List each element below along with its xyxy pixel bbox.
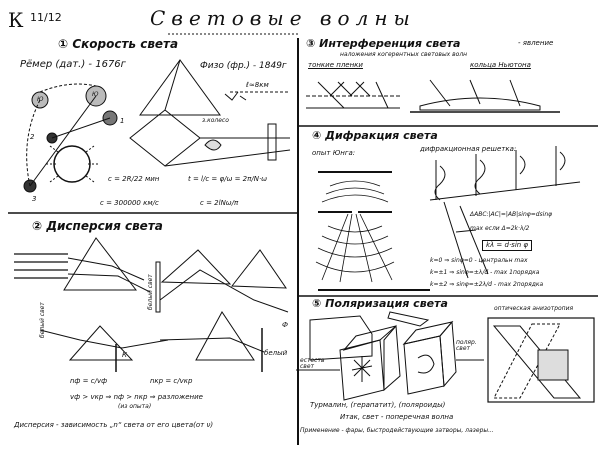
orbit-number-1: 1: [120, 117, 125, 125]
k0-line: k=0 ⇒ sinφ=0 - центральн max: [430, 257, 528, 264]
moon-label-1: Ю: [92, 91, 99, 98]
dispersion-definition: Дисперсия - зависимость „n“ света от его…: [14, 421, 214, 429]
formula-nf: nф = c/vф: [70, 377, 108, 385]
speed-heading: ① Скорость света: [58, 37, 179, 51]
k-label: К: [122, 351, 127, 359]
fizeau-c: c = 2lNω/π: [200, 199, 239, 207]
polarization-diagram: [296, 311, 595, 403]
card-number: 11/12: [30, 11, 62, 24]
natural-light-label: естеств свет: [300, 357, 325, 370]
moon-label-2: Ю: [37, 96, 44, 103]
dispersion-inequality: vф > vкр ⇒ nф > nкр ⇒ разложение: [70, 393, 203, 401]
fizeau-label: Физо (фр.) - 1849г: [200, 61, 287, 71]
white-light-label: белый свет: [39, 302, 46, 338]
diffraction-heading: ④ Дифракция света: [312, 129, 438, 142]
distance-label: ℓ≈8км: [246, 81, 269, 89]
interference-desc-1: - явление: [518, 39, 554, 47]
gear-label: з.колесо: [202, 117, 229, 124]
formula-nkr: nкр = c/vкр: [150, 377, 193, 385]
tourmaline-label: Турмалин, (герапатит), (поляроиды): [310, 401, 446, 409]
polarized-light-label: поляр. свет: [456, 339, 477, 352]
anisotropy-label: оптическая анизотропия: [494, 305, 574, 312]
dispersion-note: (из опыта): [118, 403, 152, 410]
speed-value: c = 300000 км/с: [100, 199, 159, 207]
grating-formula: kλ = d·sin φ: [482, 240, 533, 251]
fizeau-diagram: [129, 59, 291, 167]
max-condition: max если Δ=2k·λ/2: [470, 225, 530, 232]
roemer-label: Рёмер (дат.) - 1676г: [20, 59, 126, 70]
newton-rings-label: кольца Ньютона: [470, 61, 531, 69]
k1-line: k=±1 ⇒ sinφ=±λ/d - max 1порядка: [430, 269, 540, 276]
orbit-number-2: 2: [30, 133, 35, 141]
thin-films-label: тонкие пленки: [308, 61, 363, 69]
grating-label: дифракционная решетка:: [420, 145, 517, 153]
interference-diagram: [306, 79, 560, 113]
interference-heading: ③ Интерференция света: [306, 37, 461, 50]
fizeau-formula: t = l/c = φ/ω = 2π/N·ω: [188, 175, 268, 183]
diffraction-diagram: [315, 146, 581, 291]
roemer-formula: c = 2R/22 мин: [108, 175, 160, 183]
young-label: опыт Юнга:: [312, 149, 356, 157]
roemer-diagram: [23, 83, 118, 193]
polarization-heading: ⑤ Поляризация света: [312, 297, 448, 310]
conclusion-label: Итак, свет - поперечная волна: [340, 413, 454, 421]
k2-line: k=±2 ⇒ sinφ=±2λ/d - max 2порядка: [430, 281, 544, 288]
dispersion-diagram: [14, 237, 289, 372]
orbit-number-3: 3: [32, 195, 37, 203]
interference-desc-2: наложения когерентных световых волн: [340, 51, 468, 58]
f-label: Ф: [282, 321, 289, 329]
card-label: К: [8, 8, 24, 32]
white-right-label: белый: [264, 349, 288, 357]
dispersion-heading: ② Дисперсия света: [32, 219, 163, 233]
white-bar-label: белый свет: [147, 274, 154, 310]
page-title: Световые волны: [150, 6, 416, 30]
application-label: Применение - фары, быстродействующие зат…: [300, 427, 494, 434]
triangle-formula: ΔАВС:|АС|=|АВ|sinφ=dsinφ: [470, 211, 553, 218]
